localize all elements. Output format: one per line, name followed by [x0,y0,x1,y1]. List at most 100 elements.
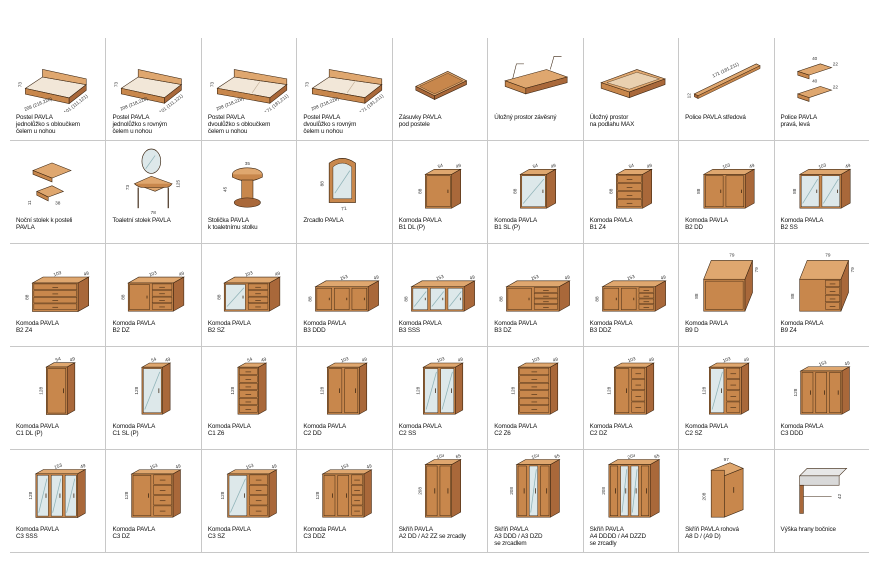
svg-text:153: 153 [245,463,254,471]
svg-text:208: 208 [601,487,606,495]
product-caption: Komoda PAVLA B9 Z4 [780,320,824,334]
product-caption: Postel PAVLA jednolůžko s obloučkem čele… [16,114,80,135]
svg-text:12: 12 [687,93,692,99]
svg-text:78: 78 [151,210,157,215]
svg-text:153: 153 [626,274,635,282]
svg-text:73: 73 [305,82,310,88]
svg-text:153: 153 [340,274,349,282]
product-caption: Komoda PAVLA B2 SS [780,217,824,231]
product-caption: Komoda PAVLA B3 DZ [494,320,537,334]
svg-text:208 (218,228): 208 (218,228) [120,96,149,112]
storage-hanging-icon [492,42,578,112]
svg-text:40: 40 [812,56,818,61]
svg-text:153: 153 [531,454,540,460]
svg-text:49: 49 [843,360,850,367]
svg-text:208 (218,228): 208 (218,228) [215,96,244,112]
product-caption: Zásuvky PAVLA pod postele [398,114,442,128]
product-caption: Komoda PAVLA C1 DL (P) [16,423,59,437]
svg-text:125: 125 [176,179,181,187]
svg-text:49: 49 [749,163,756,170]
svg-text:208 (218,228): 208 (218,228) [311,96,340,112]
svg-text:49: 49 [373,274,380,281]
svg-text:49: 49 [361,356,368,363]
svg-text:103: 103 [722,162,731,170]
product-caption: Komoda PAVLA C2 SZ [685,423,728,437]
svg-text:128: 128 [792,388,797,396]
product-caption: Postel PAVLA dvoulůžko s obloučkem čelem… [207,114,271,135]
svg-text:103: 103 [722,356,731,364]
product-caption: Komoda PAVLA B2 DD [685,217,728,231]
svg-text:88: 88 [216,294,221,300]
svg-text:35: 35 [245,161,251,166]
svg-text:128: 128 [220,491,225,499]
product-caption: Zrcadlo PAVLA [303,217,344,224]
svg-text:103: 103 [436,454,445,460]
svg-text:49: 49 [175,463,182,470]
product-card: Úložný prostor na podlahu MAX [582,38,679,141]
shelf-long-icon: 171 (181,211)12 [683,42,769,112]
product-caption: Komoda PAVLA B9 D [685,320,728,334]
svg-text:38: 38 [55,201,61,207]
svg-text:49: 49 [179,270,186,277]
product-caption: Komoda PAVLA C2 Z6 [494,423,537,437]
svg-text:103: 103 [436,356,445,364]
svg-text:208: 208 [509,487,514,495]
svg-text:49: 49 [260,356,267,363]
svg-text:45: 45 [223,186,228,192]
product-caption: Police PAVLA středová [685,114,746,121]
product-caption: Noční stolek k posteli PAVLA [16,217,73,231]
product-caption: Toaletní stolek PAVLA [112,217,171,224]
product-caption: Komoda PAVLA B1 DL (P) [398,217,442,231]
svg-text:128: 128 [702,386,707,394]
svg-text:88: 88 [594,296,599,302]
product-caption: Komoda PAVLA B2 Z4 [16,320,59,334]
svg-text:203: 203 [626,454,635,460]
svg-text:128: 128 [511,386,516,394]
svg-text:88: 88 [403,296,408,302]
product-card: Zásuvky PAVLA pod postele [391,38,488,141]
product-caption: Komoda PAVLA B3 DDZ [589,320,633,334]
product-caption: Skříň PAVLA rohová A8 D / (A9 D) [685,526,739,540]
product-caption: Police PAVLA pravá, levá [780,114,818,128]
product-caption: Skříň PAVLA A4 DDDD / A4 DZZD se zrcadly [589,526,646,547]
svg-text:49: 49 [646,163,653,170]
svg-text:40: 40 [812,79,818,84]
svg-text:22: 22 [832,84,838,89]
